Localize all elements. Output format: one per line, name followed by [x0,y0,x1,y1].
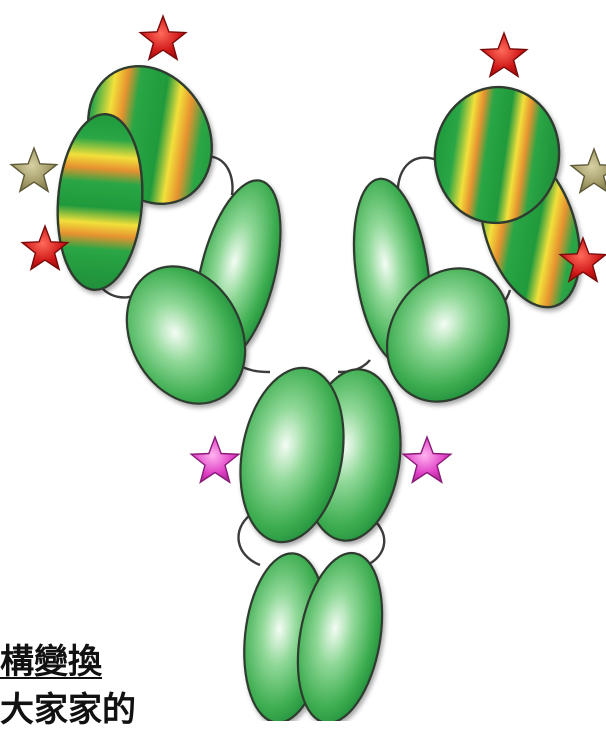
variable-domains [52,44,598,320]
star-hinge-right-icon [403,437,451,482]
constant-domains [104,172,534,721]
star-hinge-left-icon [191,437,239,482]
star-top-right-icon [481,33,527,76]
linker-right-vh-ch1 [398,158,437,196]
caption-line-1: 構變換 [0,642,102,682]
domain-left-vl [52,111,148,292]
caption-line-2: 大家家的 [0,690,136,730]
star-right-tan-icon [571,149,606,192]
star-left-tan-icon [11,148,57,191]
star-top-left-icon [140,16,186,59]
